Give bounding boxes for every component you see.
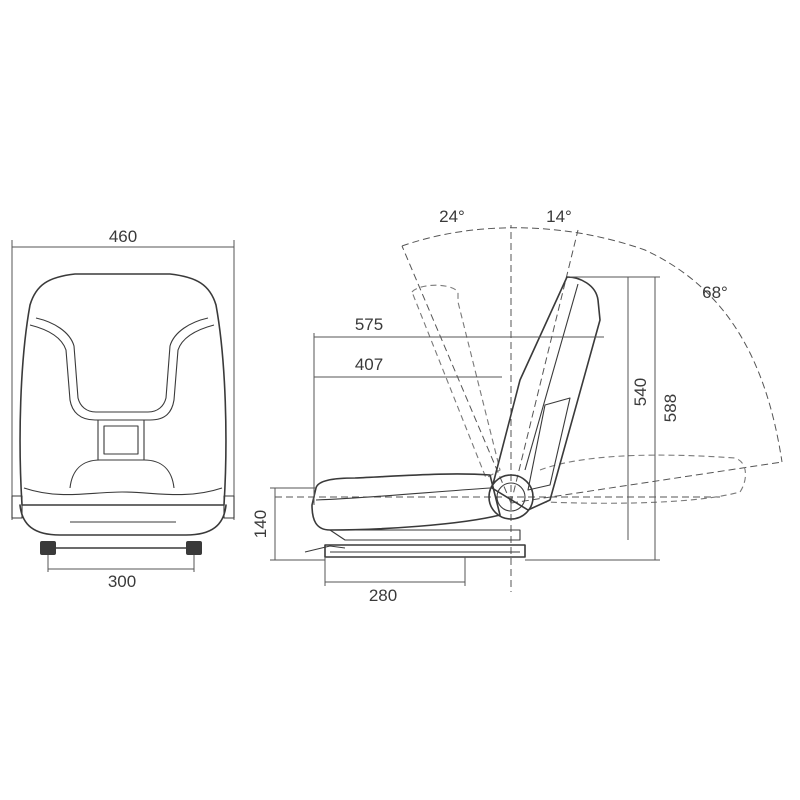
side-seat-pan: [329, 529, 521, 541]
side-backrest-outline: [491, 276, 601, 511]
side-view: 24° 14° 68° 575 407 140: [251, 207, 783, 605]
side-seat-seam: [315, 487, 491, 501]
front-cushion-top: [69, 459, 175, 489]
front-center-strap-inner: [103, 425, 139, 455]
front-rail-bracket-right: [186, 541, 202, 555]
overall-height-label: 588: [661, 394, 680, 422]
front-view: 460 300: [11, 227, 235, 591]
front-backrest-panel: [29, 324, 215, 421]
recline-back-line: [401, 245, 512, 504]
depth-min-label: 407: [355, 355, 383, 374]
back-height-label: 540: [631, 378, 650, 406]
recline-pivot-inner: [496, 482, 526, 512]
mount-width-label: 300: [108, 572, 136, 591]
depth-max-label: 575: [355, 315, 383, 334]
side-seat-cushion: [311, 473, 501, 531]
width-label: 460: [109, 227, 137, 246]
ghost-backrest-folded: [539, 454, 746, 504]
ghost-backrest-reclined: [411, 284, 501, 479]
recline-back-angle-label: 24°: [439, 207, 465, 226]
recline-arc: [401, 227, 783, 463]
front-side-bolt-right: [223, 495, 235, 519]
front-side-bolt-left: [11, 495, 23, 519]
rail-length-label: 280: [369, 586, 397, 605]
front-backrest-panel-inner: [35, 317, 209, 413]
recline-forward-angle-label: 14°: [546, 207, 572, 226]
recline-forward-line: [510, 229, 579, 504]
front-cushion-line: [23, 487, 223, 496]
seat-height-label: 140: [251, 510, 270, 538]
side-slide-rail: [324, 544, 526, 558]
side-backrest-panel: [527, 397, 571, 491]
fold-angle-label: 68°: [702, 283, 728, 302]
front-seat-base: [19, 504, 227, 536]
front-rail-bracket-left: [40, 541, 56, 555]
front-backrest-outline: [19, 273, 227, 506]
slide-lever[interactable]: [304, 545, 346, 553]
recline-pivot-knob[interactable]: [488, 474, 534, 520]
side-backrest-ridge: [524, 283, 579, 471]
fold-line: [510, 461, 783, 504]
